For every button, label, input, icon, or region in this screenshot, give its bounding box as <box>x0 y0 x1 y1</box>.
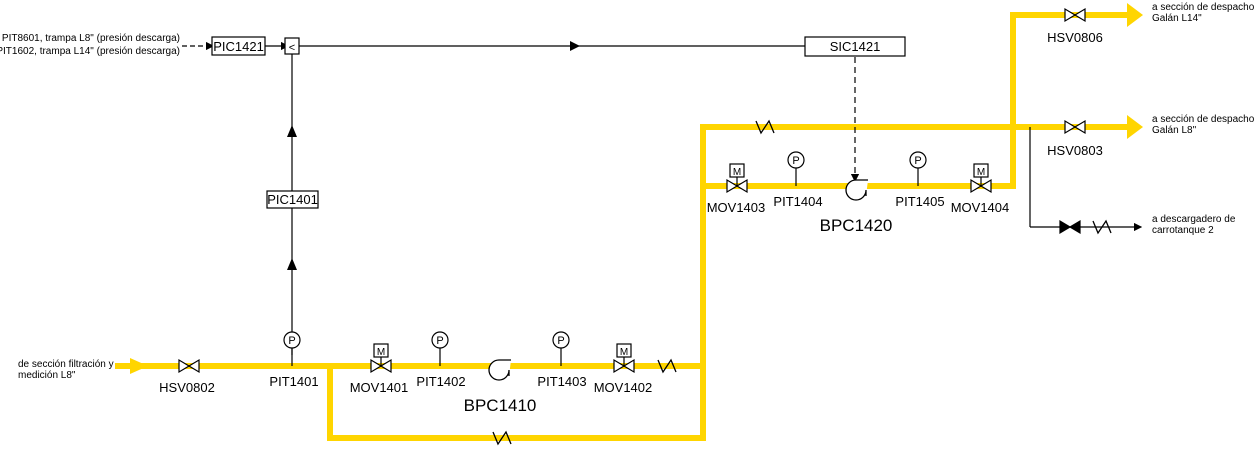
mov1404-actuator-m: M <box>977 167 985 178</box>
mov1403-valve[interactable] <box>726 163 748 194</box>
outlet-l14-note-line-1: a sección de despacho <box>1152 2 1255 13</box>
pit1405-label: PIT1405 <box>895 194 944 209</box>
check-valve-truck-line <box>1092 219 1112 235</box>
mov1402-valve[interactable] <box>613 343 635 374</box>
process-piping <box>115 12 1128 441</box>
pit1404-p: P <box>792 155 799 167</box>
sic1421-controller[interactable]: SIC1421 <box>804 36 906 57</box>
hsv0802-valve[interactable] <box>178 358 200 374</box>
bpc1410-label: BPC1410 <box>464 396 537 415</box>
l8-outlet-arrow <box>1127 115 1143 139</box>
bpc1410-pump[interactable] <box>488 359 511 381</box>
pit1401-label: PIT1401 <box>269 374 318 389</box>
check-valve-main <box>657 358 677 374</box>
low-select-relay: < <box>284 37 300 55</box>
pic1421-label: PIC1421 <box>213 39 264 54</box>
l14-outlet-arrow <box>1127 3 1143 27</box>
signal-arrowheads <box>287 41 580 270</box>
outlet-truck-note-line-1: a descargadero de <box>1152 214 1236 225</box>
mov1401-label: MOV1401 <box>350 380 409 395</box>
pic1421-controller[interactable]: PIC1421 <box>211 36 266 56</box>
outlet-l14-note-line-2: Galán L14" <box>1152 13 1202 24</box>
outlet-l8-note-line-2: Galán L8" <box>1152 125 1197 136</box>
pit1403-label: PIT1403 <box>537 374 586 389</box>
pic1401-label: PIC1401 <box>267 192 318 207</box>
pit1401-bubble[interactable] <box>283 331 301 349</box>
pit1401-p: P <box>288 335 295 347</box>
mov1403-label: MOV1403 <box>707 200 766 215</box>
check-valve-bypass-top <box>755 119 775 135</box>
mov1404-label: MOV1404 <box>951 200 1010 215</box>
check-valves <box>492 119 1112 446</box>
hsv0806-label: HSV0806 <box>1047 30 1103 45</box>
mov1403-actuator-m: M <box>733 167 741 178</box>
sic1421-label: SIC1421 <box>830 39 881 54</box>
pit1402-p: P <box>436 335 443 347</box>
truck-line-closed-valve[interactable] <box>1059 219 1081 235</box>
selector-symbol: < <box>289 42 295 54</box>
bpc1420-label: BPC1420 <box>820 216 893 235</box>
l14-discharge-pipe <box>1010 12 1128 189</box>
pit1405-bubble[interactable] <box>909 151 927 169</box>
source-note-line-2: de PIT1602, trampa L14" (presión descarg… <box>0 46 180 57</box>
outlet-l8-note-line-1: a sección de despacho <box>1152 114 1255 125</box>
mov1402-actuator-m: M <box>620 347 628 358</box>
pit1402-label: PIT1402 <box>416 374 465 389</box>
hsv0806-valve[interactable] <box>1064 7 1086 23</box>
pic1401-controller[interactable]: PIC1401 <box>266 190 319 209</box>
outlet-truck-note-line-2: carrotanque 2 <box>1152 225 1214 236</box>
mov1401-actuator-m: M <box>377 347 385 358</box>
inlet-flow-arrow <box>130 358 148 374</box>
signal-lines <box>182 41 1143 355</box>
pressure-transmitters <box>283 151 927 366</box>
hsv0803-label: HSV0803 <box>1047 143 1103 158</box>
pit1402-bubble[interactable] <box>431 331 449 349</box>
inlet-note-line-1: de sección filtración y <box>18 359 114 370</box>
inlet-note-line-2: medición L8" <box>18 370 76 381</box>
hsv0803-valve[interactable] <box>1064 119 1086 135</box>
bpc1420-pump[interactable] <box>845 179 868 201</box>
pit1405-p: P <box>914 155 921 167</box>
pit1403-p: P <box>557 335 564 347</box>
pit1403-bubble[interactable] <box>552 331 570 349</box>
source-note-line-1: de PIT8601, trampa L8" (presión descarga… <box>0 33 180 44</box>
mov1404-valve[interactable] <box>970 163 992 194</box>
pit1404-bubble[interactable] <box>787 151 805 169</box>
mov1401-valve[interactable] <box>370 343 392 374</box>
check-valve-bypass-bottom <box>492 430 512 446</box>
pit1404-label: PIT1404 <box>773 194 822 209</box>
hsv0802-label: HSV0802 <box>159 380 215 395</box>
mov1402-label: MOV1402 <box>594 380 653 395</box>
bypass-loop-pipe <box>327 124 1128 441</box>
